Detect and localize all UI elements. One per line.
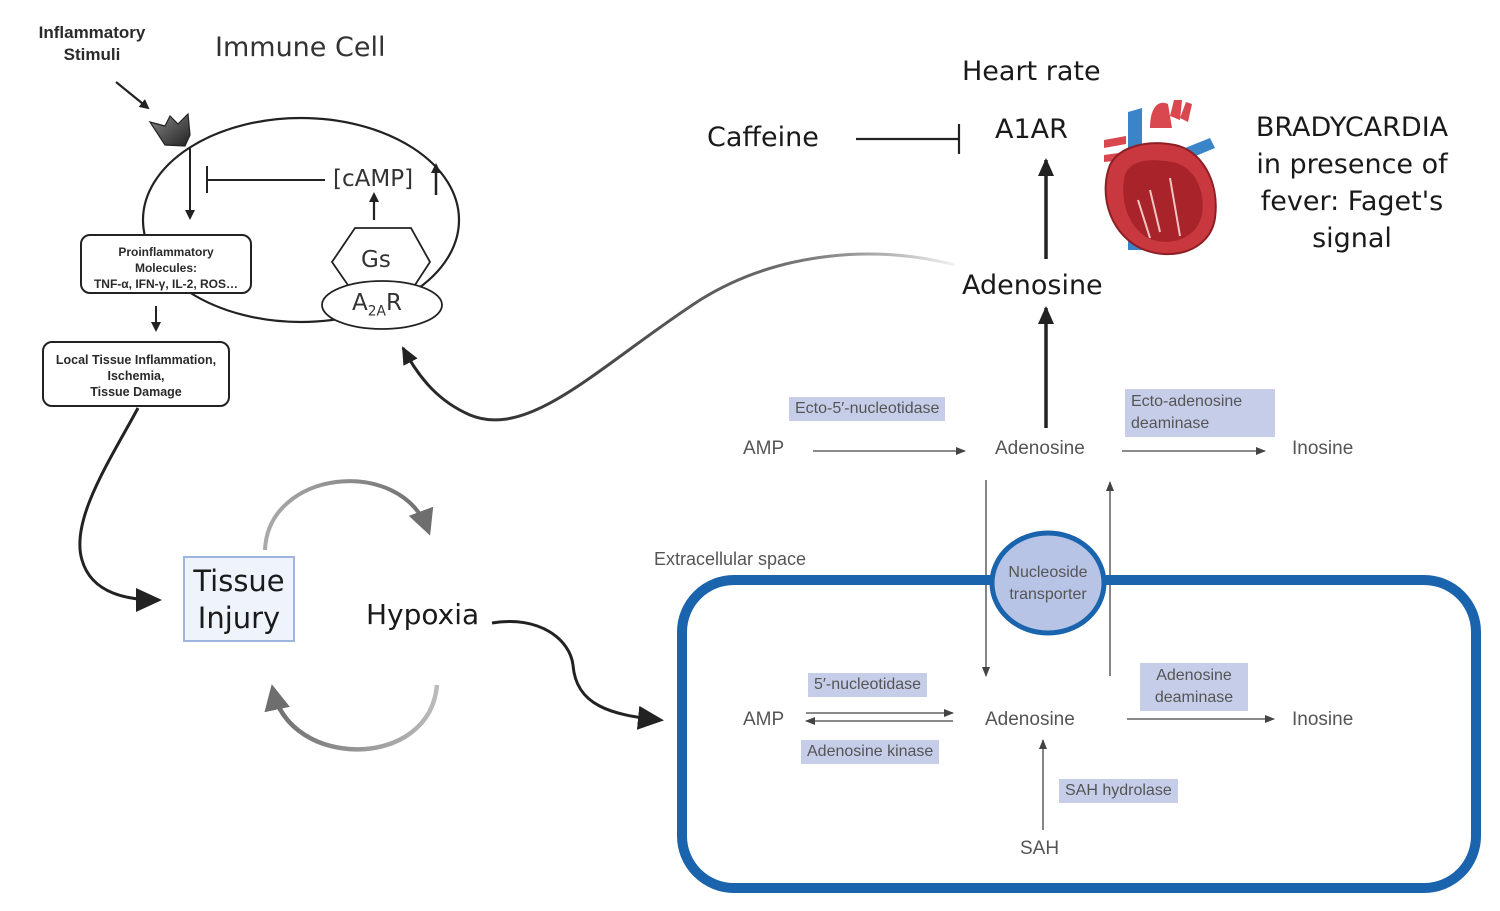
- local-tissue-damage-box: Local Tissue Inflammation, Ischemia, Tis…: [42, 341, 230, 407]
- ecto-amp-label: AMP: [743, 438, 785, 459]
- heart-rate-label: Heart rate: [962, 56, 1101, 87]
- intra-amp-label: AMP: [743, 709, 785, 730]
- enzyme-sah-hydrolase: SAH hydrolase: [1059, 779, 1178, 803]
- a1ar-label: A1AR: [995, 114, 1068, 145]
- gs-label: Gs: [361, 247, 391, 273]
- stimuli-line-1: Inflammatory: [38, 23, 146, 42]
- caffeine-label: Caffeine: [707, 122, 819, 153]
- bradycardia-line-3: fever: Faget's: [1260, 186, 1444, 217]
- nucleoside-transporter-label: Nucleoside transporter: [993, 562, 1103, 606]
- enzyme-5-nucleotidase: 5′-nucleotidase: [808, 673, 928, 697]
- local-line-2: Ischemia,: [107, 369, 165, 383]
- bradycardia-line-1: BRADYCARDIA: [1255, 112, 1449, 143]
- adenosine-signal-label: Adenosine: [962, 270, 1103, 301]
- proinflammatory-molecules-box: Proinflammatory Molecules: TNF-α, IFN-γ,…: [80, 234, 252, 294]
- intra-adenosine-label: Adenosine: [985, 709, 1075, 730]
- bradycardia-note: BRADYCARDIA in presence of fever: Faget'…: [1232, 109, 1472, 257]
- ecto-adenosine-label: Adenosine: [995, 438, 1085, 459]
- stimuli-line-2: Stimuli: [63, 45, 121, 64]
- a2ar-end: R: [385, 290, 402, 316]
- enzyme-adenosine-kinase: Adenosine kinase: [801, 740, 940, 764]
- proinflammatory-line-1: Proinflammatory: [118, 245, 214, 259]
- enzyme-adenosine-deaminase: Adenosine deaminase: [1140, 663, 1248, 711]
- transporter-line-1: Nucleoside: [1008, 564, 1088, 581]
- tissue-injury-box: Tissue Injury: [183, 556, 295, 642]
- proinflammatory-line-2: Molecules:: [134, 261, 197, 275]
- a2ar-label: A2AR: [352, 290, 402, 320]
- tissue-injury-line-2: Injury: [197, 601, 281, 635]
- hypoxia-to-cell-arrow: [491, 620, 664, 730]
- a2ar-receptor-shape: [321, 280, 443, 330]
- tissue-injury-line-1: Tissue: [193, 564, 285, 598]
- nucleoside-transporter-shape: [989, 530, 1107, 636]
- adenosine-to-a2ar-arrow: [401, 252, 956, 422]
- sah-label: SAH: [1020, 838, 1060, 859]
- ecto-ada-line-1: Ecto-adenosine: [1131, 393, 1243, 410]
- immune-cell-title: Immune Cell: [215, 32, 386, 63]
- proinflammatory-line-3: TNF-α, IFN-γ, IL-2, ROS…: [93, 277, 239, 291]
- inflammatory-stimuli-label: Inflammatory Stimuli: [22, 22, 162, 66]
- intra-inosine-label: Inosine: [1292, 709, 1354, 730]
- local-line-3: Tissue Damage: [90, 385, 182, 399]
- bradycardia-line-2: in presence of: [1256, 149, 1448, 180]
- cycle-arrow-top: [263, 479, 434, 551]
- enzyme-ecto-adenosine-deaminase: Ecto-adenosine deaminase: [1125, 389, 1275, 437]
- enzyme-ecto-5-nucleotidase: Ecto-5′-nucleotidase: [789, 397, 946, 421]
- hypoxia-label: Hypoxia: [366, 598, 480, 631]
- camp-label: [cAMP]: [333, 166, 414, 192]
- cycle-arrow-bottom: [264, 684, 440, 752]
- transporter-line-2: transporter: [1009, 586, 1087, 603]
- immune-cell-membrane: [141, 116, 461, 324]
- ecto-ada-line-2: deaminase: [1131, 415, 1210, 432]
- extracellular-space-label: Extracellular space: [654, 549, 807, 569]
- a2ar-subscript: 2A: [367, 303, 386, 320]
- bradycardia-line-4: signal: [1312, 223, 1392, 254]
- ada-line-2: deaminase: [1154, 689, 1234, 706]
- a2ar-main: A: [352, 290, 368, 316]
- damage-to-injury-arrow: [78, 407, 162, 612]
- receptor-icon: [148, 112, 191, 147]
- stimuli-arrow: [115, 81, 150, 110]
- ada-line-1: Adenosine: [1156, 667, 1232, 684]
- heart-icon: [1104, 100, 1217, 256]
- ecto-inosine-label: Inosine: [1292, 438, 1354, 459]
- local-line-1: Local Tissue Inflammation,: [55, 353, 217, 367]
